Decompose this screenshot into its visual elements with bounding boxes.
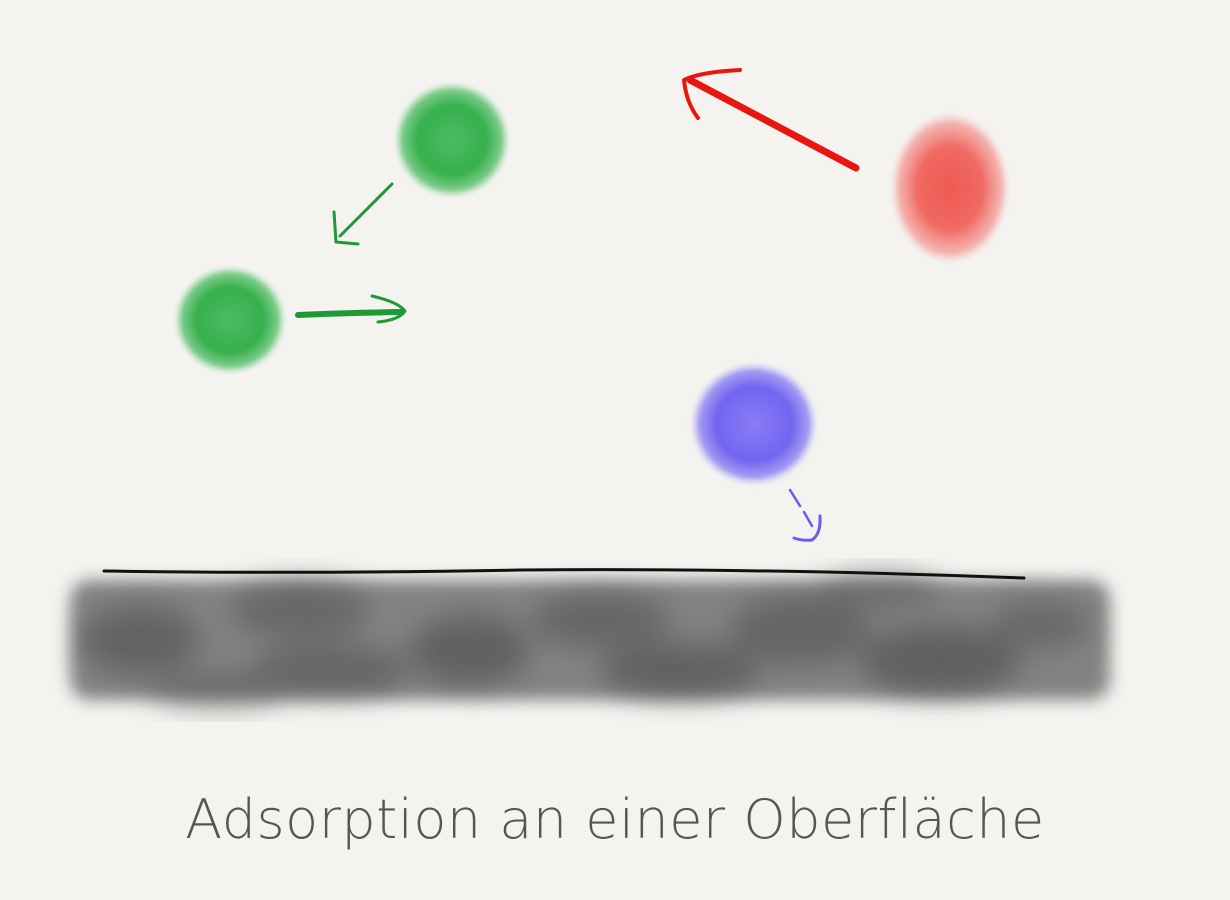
green-particle-lower <box>174 266 286 374</box>
diagram-caption: Adsorption an einer Oberfläche <box>185 788 1045 851</box>
green-arrow-right <box>295 294 407 324</box>
adsorbent-surface <box>70 568 1110 708</box>
blue-particle <box>690 362 818 486</box>
blue-arrow-down <box>788 488 822 542</box>
red-particle <box>890 112 1010 264</box>
red-arrow-up-left <box>682 68 860 172</box>
surface-edge-line <box>102 568 1026 580</box>
green-arrow-down-left <box>332 182 394 246</box>
green-particle-upper <box>394 82 510 198</box>
